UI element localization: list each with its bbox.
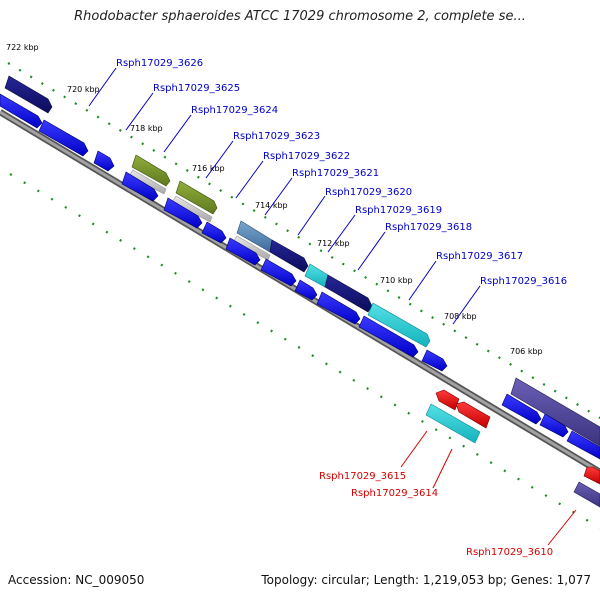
gene-arrow[interactable] (131, 154, 171, 187)
gene-arrow[interactable] (175, 180, 218, 215)
map-title: Rhodobacter sphaeroides ATCC 17029 chrom… (74, 9, 526, 24)
gene-arrow[interactable] (260, 258, 297, 287)
gene-label[interactable]: Rsph17029_3619 (355, 205, 442, 216)
gene-arrow[interactable] (324, 274, 373, 313)
gene-label[interactable]: Rsph17029_3615 (319, 471, 406, 482)
reverse-gene-track (425, 389, 491, 444)
ruler-label: 722 kbp (6, 43, 39, 52)
gene-arrow[interactable] (435, 389, 460, 411)
forward-gene-labels: Rsph17029_3626 Rsph17029_3625 Rsph17029_… (88, 58, 567, 325)
gene-arrow[interactable] (4, 75, 53, 114)
gene-label[interactable]: Rsph17029_3614 (351, 488, 438, 499)
gene-label[interactable]: Rsph17029_3617 (436, 251, 523, 262)
gene-arrow[interactable] (163, 197, 203, 229)
gene-arrow[interactable] (573, 481, 600, 508)
ruler-labels: 722 kbp 720 kbp 718 kbp 716 kbp 714 kbp … (6, 43, 543, 356)
gene-arrow[interactable] (421, 349, 448, 372)
accession-label: Accession: NC_009050 (8, 573, 145, 587)
reverse-gene-labels: Rsph17029_3615 Rsph17029_3614 Rsph17029_… (319, 430, 577, 558)
ruler-label: 708 kbp (444, 312, 477, 321)
gene-arrow[interactable] (583, 466, 600, 485)
gene-label[interactable]: Rsph17029_3618 (385, 222, 472, 233)
gene-arrow[interactable] (425, 403, 481, 444)
forward-gene-track (4, 75, 600, 508)
gene-arrow[interactable] (566, 430, 600, 460)
gene-arrow[interactable] (304, 263, 329, 288)
gene-arrow[interactable] (367, 302, 431, 348)
ruler-label: 710 kbp (380, 276, 413, 285)
gene-label[interactable]: Rsph17029_3620 (325, 187, 412, 198)
gene-label[interactable]: Rsph17029_3616 (480, 276, 567, 287)
gene-arrow[interactable] (501, 393, 542, 425)
gene-arrow[interactable] (171, 195, 213, 223)
gene-arrow[interactable] (539, 413, 569, 438)
ruler-label: 716 kbp (192, 164, 225, 173)
genome-summary: Topology: circular; Length: 1,219,053 bp… (261, 573, 591, 587)
gene-arrow[interactable] (294, 279, 318, 301)
gene-label[interactable]: Rsph17029_3623 (233, 131, 320, 142)
ruler-label: 714 kbp (255, 201, 288, 210)
gene-arrow[interactable] (316, 291, 361, 325)
gene-arrow[interactable] (225, 237, 261, 266)
gene-label[interactable]: Rsph17029_3621 (292, 168, 379, 179)
gene-arrow[interactable] (121, 171, 159, 202)
ruler-label: 718 kbp (130, 124, 163, 133)
gene-arrow[interactable] (455, 401, 491, 429)
gene-arrow[interactable] (269, 239, 309, 273)
gene-arrow[interactable] (0, 93, 43, 129)
ruler-label: 706 kbp (510, 347, 543, 356)
gene-label[interactable]: Rsph17029_3622 (263, 151, 350, 162)
gene-label[interactable]: Rsph17029_3610 (466, 547, 553, 558)
ruler-label: 712 kbp (317, 239, 350, 248)
gene-arrow[interactable] (93, 150, 115, 172)
gene-arrow[interactable] (38, 119, 89, 157)
forward-gene-track-2 (0, 93, 600, 460)
gene-label[interactable]: Rsph17029_3626 (116, 58, 203, 69)
gene-label[interactable]: Rsph17029_3625 (153, 83, 240, 94)
gene-arrow[interactable] (510, 377, 600, 447)
gene-label[interactable]: Rsph17029_3624 (191, 105, 278, 116)
gene-arrow[interactable] (358, 315, 419, 358)
ruler-label: 720 kbp (67, 85, 100, 94)
gene-arrow[interactable] (128, 169, 167, 195)
gene-arrow[interactable] (201, 221, 227, 244)
